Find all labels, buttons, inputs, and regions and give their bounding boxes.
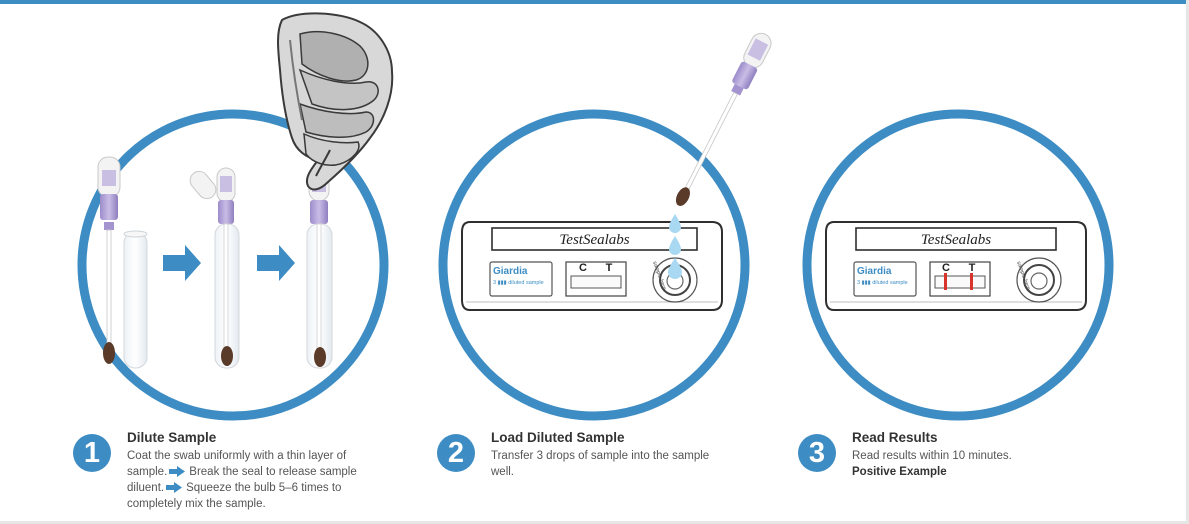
brand-label-area xyxy=(855,227,1057,251)
step-title: Load Diluted Sample xyxy=(491,430,625,445)
analyte-label-box xyxy=(489,261,553,297)
step-number-badge: 3 xyxy=(798,434,836,472)
test-letter: T xyxy=(606,262,613,274)
drop-icon xyxy=(669,236,681,255)
step-line: diluent. xyxy=(127,482,165,494)
arrow-right-icon xyxy=(166,481,183,493)
control-letter: C xyxy=(579,262,587,274)
step-title: Read Results xyxy=(852,430,938,445)
brand-label: TestSealabs xyxy=(559,232,629,248)
step-line: completely mix the sample. xyxy=(127,498,266,510)
frame-edge-right xyxy=(1186,0,1189,524)
step-line: Squeeze the bulb 5–6 times to xyxy=(186,482,342,494)
top-rule xyxy=(0,0,1189,4)
drop-icon xyxy=(668,258,682,279)
drop-icon xyxy=(669,214,681,233)
step-line: well. xyxy=(491,466,515,478)
test-cassette-icon: TestSealabs Giardia 3 ▮▮▮ diluted sample… xyxy=(825,221,1087,311)
step-line: sample. xyxy=(127,466,168,478)
analyte-label-box xyxy=(853,261,917,297)
test-letter: T xyxy=(969,262,976,274)
swab-tube-icon xyxy=(97,156,148,369)
step-line: Transfer 3 drops of sample into the samp… xyxy=(491,450,710,462)
panel-1-dilute xyxy=(77,12,394,421)
step-description: Read results within 10 minutes. Positive… xyxy=(852,448,1012,480)
step-line: Break the seal to release sample xyxy=(189,466,357,478)
panel-2-load: TestSealabs Giardia 3 ▮▮▮ diluted sample… xyxy=(438,32,772,421)
step-number-badge: 1 xyxy=(73,434,111,472)
step-line: Coat the swab uniformly with a thin laye… xyxy=(127,450,347,462)
frame-edge-bottom xyxy=(0,521,1189,524)
arrow-right-icon xyxy=(163,245,201,281)
step-title: Dilute Sample xyxy=(127,430,217,445)
panel-3-circle xyxy=(802,109,1114,421)
panel-3-read: TestSealabs Giardia 3 ▮▮▮ diluted sample… xyxy=(802,109,1114,421)
panel-1-circle xyxy=(77,109,389,421)
swab-tube-icon xyxy=(189,167,240,369)
step-description: Transfer 3 drops of sample into the samp… xyxy=(491,448,709,480)
swab-tube-icon xyxy=(306,164,333,369)
test-cassette-icon: TestSealabs Giardia 3 ▮▮▮ diluted sample… xyxy=(461,221,723,311)
diluted-sample-label: 3 ▮▮▮ diluted sample xyxy=(493,280,544,286)
analyte-label: Giardia xyxy=(857,266,892,277)
brand-label: TestSealabs xyxy=(921,232,991,248)
test-line xyxy=(970,273,973,290)
control-line xyxy=(944,273,947,290)
arrow-right-icon xyxy=(257,245,295,281)
positive-example-label: Positive Example xyxy=(852,466,947,478)
panel-2-circle xyxy=(438,109,750,421)
arrow-right-icon xyxy=(169,465,186,477)
hand-icon xyxy=(277,12,394,191)
step-number-badge: 2 xyxy=(437,434,475,472)
analyte-label: Giardia xyxy=(493,266,528,277)
control-letter: C xyxy=(942,262,950,274)
swab-dropper-icon xyxy=(675,32,772,206)
step-line: Read results within 10 minutes. xyxy=(852,450,1012,462)
brand-label-area xyxy=(491,227,698,251)
diluted-sample-label: 3 ▮▮▮ diluted sample xyxy=(857,280,908,286)
step-description: Coat the swab uniformly with a thin laye… xyxy=(127,448,357,512)
